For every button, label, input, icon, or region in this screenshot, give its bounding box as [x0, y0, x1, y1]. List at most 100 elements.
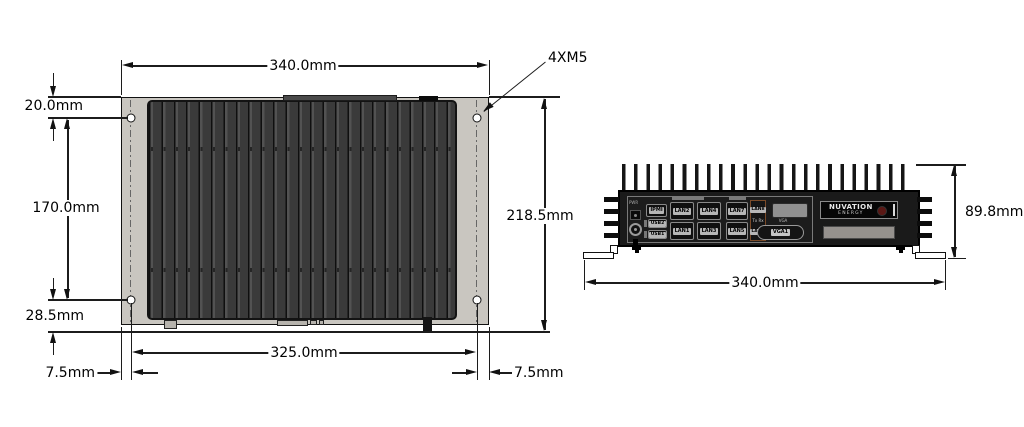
blank-port-plate	[772, 203, 808, 218]
ext-line-hole-right-bottom	[476, 303, 478, 380]
dim-tail	[53, 73, 55, 87]
fin-tick-band-lower	[151, 268, 453, 272]
dim-arrow	[110, 369, 121, 376]
lan8-port-label: LAN8	[749, 206, 767, 213]
dim-arrow	[132, 349, 143, 356]
lan1-port-label: LAN1	[673, 227, 691, 235]
brand-badge: NUVATION ENERGY	[820, 201, 898, 219]
ext-line-898-bottom	[948, 257, 966, 259]
bottom-tab-2	[277, 320, 308, 326]
dim-arrow	[465, 349, 476, 356]
lan1-port: LAN1	[670, 222, 694, 240]
dim-label-overall-width-front: 340.0mm	[729, 275, 801, 291]
ext-line-plate-right-bottom	[488, 327, 490, 380]
dim-arrow	[934, 279, 945, 286]
bottom-tab-3	[310, 320, 317, 325]
model-label-plate	[823, 226, 895, 239]
bottom-tab-4	[319, 320, 324, 325]
top-view-heatsink	[147, 100, 457, 320]
dim-arrow	[477, 62, 488, 69]
lan-group-b-header-text	[729, 197, 746, 200]
side-fin-left	[604, 197, 619, 202]
dim-tail	[452, 372, 466, 374]
dim-label-overall-width-top: 340.0mm	[267, 58, 339, 74]
side-fin-right	[917, 209, 932, 214]
dim-arrow	[49, 118, 56, 129]
side-fin-left	[604, 221, 619, 226]
ext-line-340-right	[488, 60, 490, 95]
lan2-port-label: LAN2	[673, 207, 691, 215]
power-label: PWR	[629, 200, 639, 205]
lan5-port: LAN5	[726, 222, 748, 240]
dim-tail	[142, 372, 158, 374]
brand-name: NUVATION	[829, 203, 873, 211]
lan2-port: LAN2	[670, 202, 694, 220]
top-edge-ext-line-right	[489, 96, 560, 98]
badge-end-sliver	[892, 204, 895, 216]
ext-line-front-340-right	[945, 260, 947, 290]
dim-arrow	[585, 279, 596, 286]
usb2-port-label: USB2	[649, 220, 666, 227]
hole-callout-label: 4XM5	[546, 50, 590, 66]
dim-label-hole-vertical-spacing: 170.0mm	[30, 200, 102, 216]
side-fin-right	[917, 221, 932, 226]
lan3-port: LAN3	[697, 222, 721, 240]
lan7-port: LAN7	[726, 202, 748, 220]
mounting-hole-top-right	[472, 113, 482, 123]
lan5-port-label: LAN5	[728, 227, 746, 235]
dim-arrow	[49, 289, 56, 300]
ext-line-plate-left-bottom	[121, 327, 123, 380]
dim-tail	[97, 372, 110, 374]
dim-line-898	[954, 166, 956, 257]
power-screw-stem	[633, 239, 638, 245]
usb-icon-mark	[644, 220, 647, 227]
chassis-screw-right-stem	[899, 249, 903, 253]
dim-arrow	[951, 247, 958, 258]
dim-arrow	[541, 98, 548, 109]
usb1-port: USB1	[648, 230, 667, 239]
dim-arrow	[49, 332, 56, 343]
bottom-edge-ext-line	[48, 331, 550, 333]
bracket-foot-right	[915, 252, 946, 259]
dim-tail	[53, 342, 55, 355]
dim-tail	[53, 128, 55, 141]
side-fin-right	[917, 197, 932, 202]
usb2-port: USB2	[648, 219, 667, 228]
chassis-screw-right	[896, 246, 905, 250]
usb-icon-mark	[644, 231, 647, 238]
front-view-top-fins	[622, 164, 913, 191]
side-fin-left	[604, 233, 619, 238]
lan4-port-label: LAN4	[700, 207, 718, 215]
chassis-screw-left	[632, 246, 641, 250]
vga-caption: VGA	[778, 218, 788, 223]
ext-line-340-left	[121, 60, 123, 95]
brand-emblem-icon	[877, 205, 887, 216]
ext-line-hole-left-bottom	[130, 303, 132, 380]
bottom-tab-1	[164, 320, 177, 329]
dim-label-hole-right-offset: 7.5mm	[512, 365, 566, 381]
top-edge-black-mark	[419, 95, 438, 101]
ext-line-front-340-left	[584, 260, 586, 290]
hole-bottom-ext-line	[48, 299, 128, 301]
chassis-screw-left-stem	[635, 249, 639, 253]
lan4-port: LAN4	[697, 202, 721, 220]
dim-arrow	[49, 86, 56, 97]
ipmi-port: IPMI	[646, 204, 667, 217]
brand-text-block: NUVATION ENERGY	[829, 204, 873, 217]
lan3-port-label: LAN3	[700, 227, 718, 235]
hole-top-ext-line	[48, 117, 128, 119]
top-edge-ext-line-left	[48, 96, 121, 98]
power-barrel-connector	[629, 223, 642, 236]
top-edge-recess	[283, 94, 397, 101]
vga-connector: VGA1	[757, 225, 804, 240]
vga-connector-label: VGA1	[771, 229, 790, 236]
callout-leader-line	[483, 61, 546, 112]
dim-tail	[53, 278, 55, 290]
ipmi-port-label: IPMI	[648, 207, 665, 214]
brand-subname: ENERGY	[838, 211, 864, 216]
dim-label-hole-horizontal-spacing: 325.0mm	[268, 345, 340, 361]
fin-tick-band-upper	[151, 147, 453, 151]
dim-arrow	[64, 289, 71, 300]
power-led-dot	[634, 213, 637, 217]
